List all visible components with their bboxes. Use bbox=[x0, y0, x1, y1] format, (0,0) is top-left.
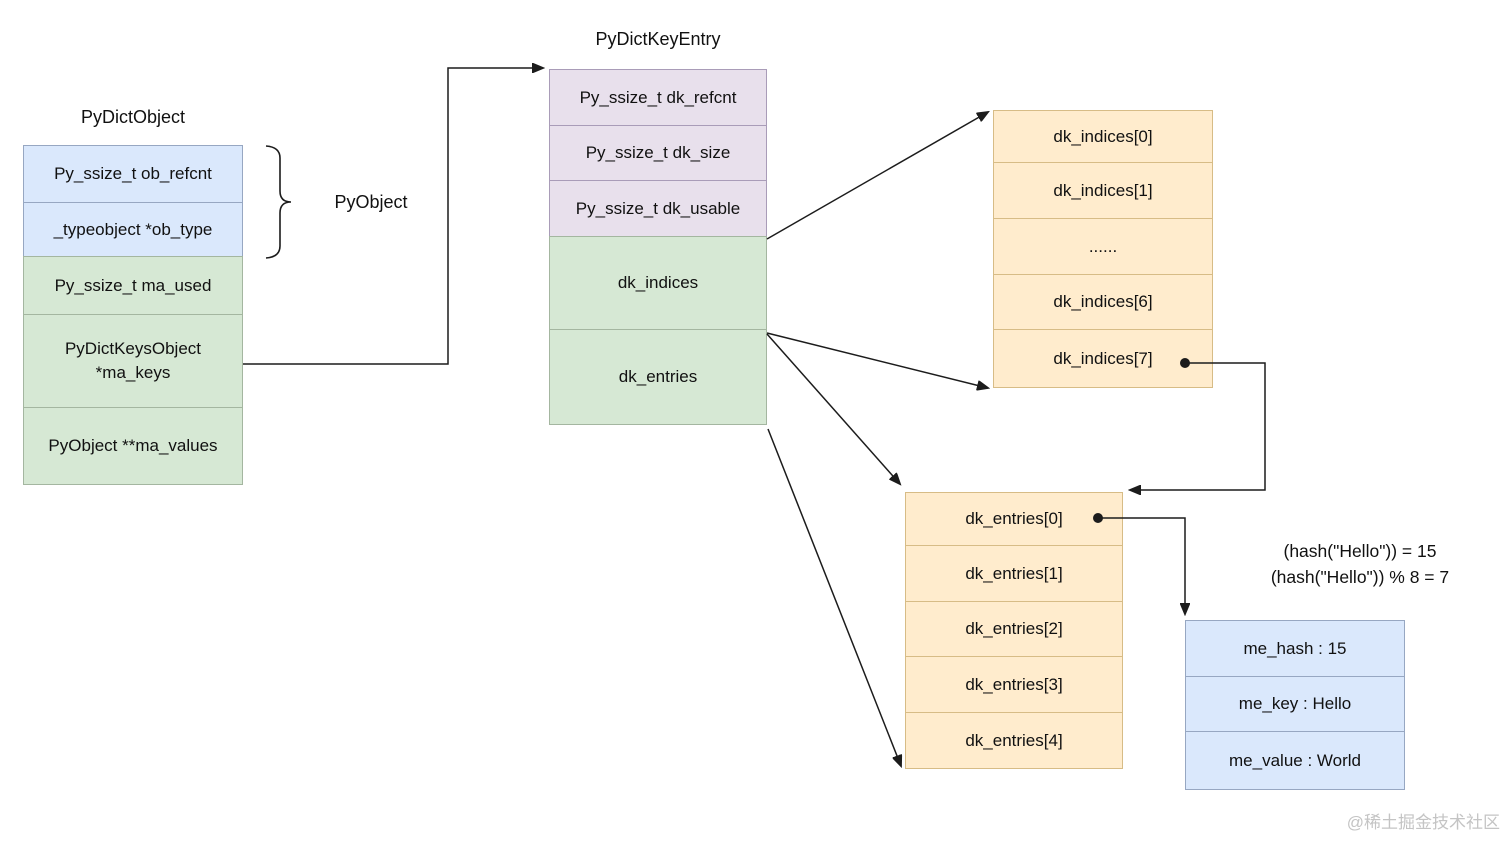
pydictobject-table: Py_ssize_t ob_refcnt _typeobject *ob_typ… bbox=[23, 145, 243, 485]
cell-dk-size: Py_ssize_t dk_size bbox=[549, 125, 767, 181]
dk-indices-cell-1: dk_indices[1] bbox=[993, 162, 1213, 219]
hash-annotation-line2: (hash("Hello")) % 8 = 7 bbox=[1270, 567, 1450, 587]
cell-ma-used: Py_ssize_t ma_used bbox=[23, 256, 243, 315]
pydictkeyentry-title: PyDictKeyEntry bbox=[595, 29, 721, 49]
pydictkeyentry-table: Py_ssize_t dk_refcnt Py_ssize_t dk_size … bbox=[549, 69, 767, 425]
dk-entries-cell-1: dk_entries[1] bbox=[905, 545, 1123, 602]
arrow-keyentry-to-entries-top bbox=[766, 333, 900, 484]
arrow-keyentry-to-entries-bottom bbox=[767, 428, 901, 766]
dk-indices-array-table: dk_indices[0] dk_indices[1] ...... dk_in… bbox=[993, 110, 1213, 388]
cell-dk-indices: dk_indices bbox=[549, 236, 767, 330]
dk-entries-array-table: dk_entries[0] dk_entries[1] dk_entries[2… bbox=[905, 492, 1123, 769]
pyobject-label: PyObject bbox=[334, 192, 408, 212]
cell-ob-type: _typeobject *ob_type bbox=[23, 202, 243, 257]
cell-me-hash: me_hash : 15 bbox=[1185, 620, 1405, 677]
watermark: @稀土掘金技术社区 bbox=[1346, 813, 1500, 832]
dk-indices-cell-dots: ...... bbox=[993, 218, 1213, 275]
dk-indices-cell-0: dk_indices[0] bbox=[993, 110, 1213, 163]
dk-entries-cell-2: dk_entries[2] bbox=[905, 601, 1123, 657]
cell-dk-refcnt: Py_ssize_t dk_refcnt bbox=[549, 69, 767, 126]
cell-me-key: me_key : Hello bbox=[1185, 676, 1405, 732]
pydictobject-title: PyDictObject bbox=[80, 107, 186, 127]
cell-dk-usable: Py_ssize_t dk_usable bbox=[549, 180, 767, 237]
entry-detail-table: me_hash : 15 me_key : Hello me_value : W… bbox=[1185, 620, 1405, 790]
dk-entries-cell-3: dk_entries[3] bbox=[905, 656, 1123, 713]
cell-ma-values: PyObject **ma_values bbox=[23, 407, 243, 485]
hash-annotation-line1: (hash("Hello")) = 15 bbox=[1283, 541, 1437, 561]
dk-indices-cell-6: dk_indices[6] bbox=[993, 274, 1213, 330]
cell-dk-entries: dk_entries bbox=[549, 329, 767, 425]
dk-entries-cell-0: dk_entries[0] bbox=[905, 492, 1123, 546]
hash-annotation: (hash("Hello")) = 15 (hash("Hello")) % 8… bbox=[1215, 538, 1505, 590]
cell-ma-keys-line1: PyDictKeysObject bbox=[64, 339, 202, 358]
cell-ob-refcnt: Py_ssize_t ob_refcnt bbox=[23, 145, 243, 203]
dk-indices-cell-7: dk_indices[7] bbox=[993, 329, 1213, 388]
cell-ma-keys: PyDictKeysObject *ma_keys bbox=[23, 314, 243, 408]
arrow-keyentry-to-indices-top bbox=[766, 112, 988, 240]
pyobject-brace bbox=[265, 145, 292, 259]
arrow-ma-keys-to-keyentry bbox=[243, 68, 543, 365]
dk-entries-cell-4: dk_entries[4] bbox=[905, 712, 1123, 769]
arrow-keyentry-to-indices-bottom bbox=[766, 332, 988, 388]
cell-me-value: me_value : World bbox=[1185, 731, 1405, 790]
cell-ma-keys-line2: *ma_keys bbox=[95, 363, 171, 382]
